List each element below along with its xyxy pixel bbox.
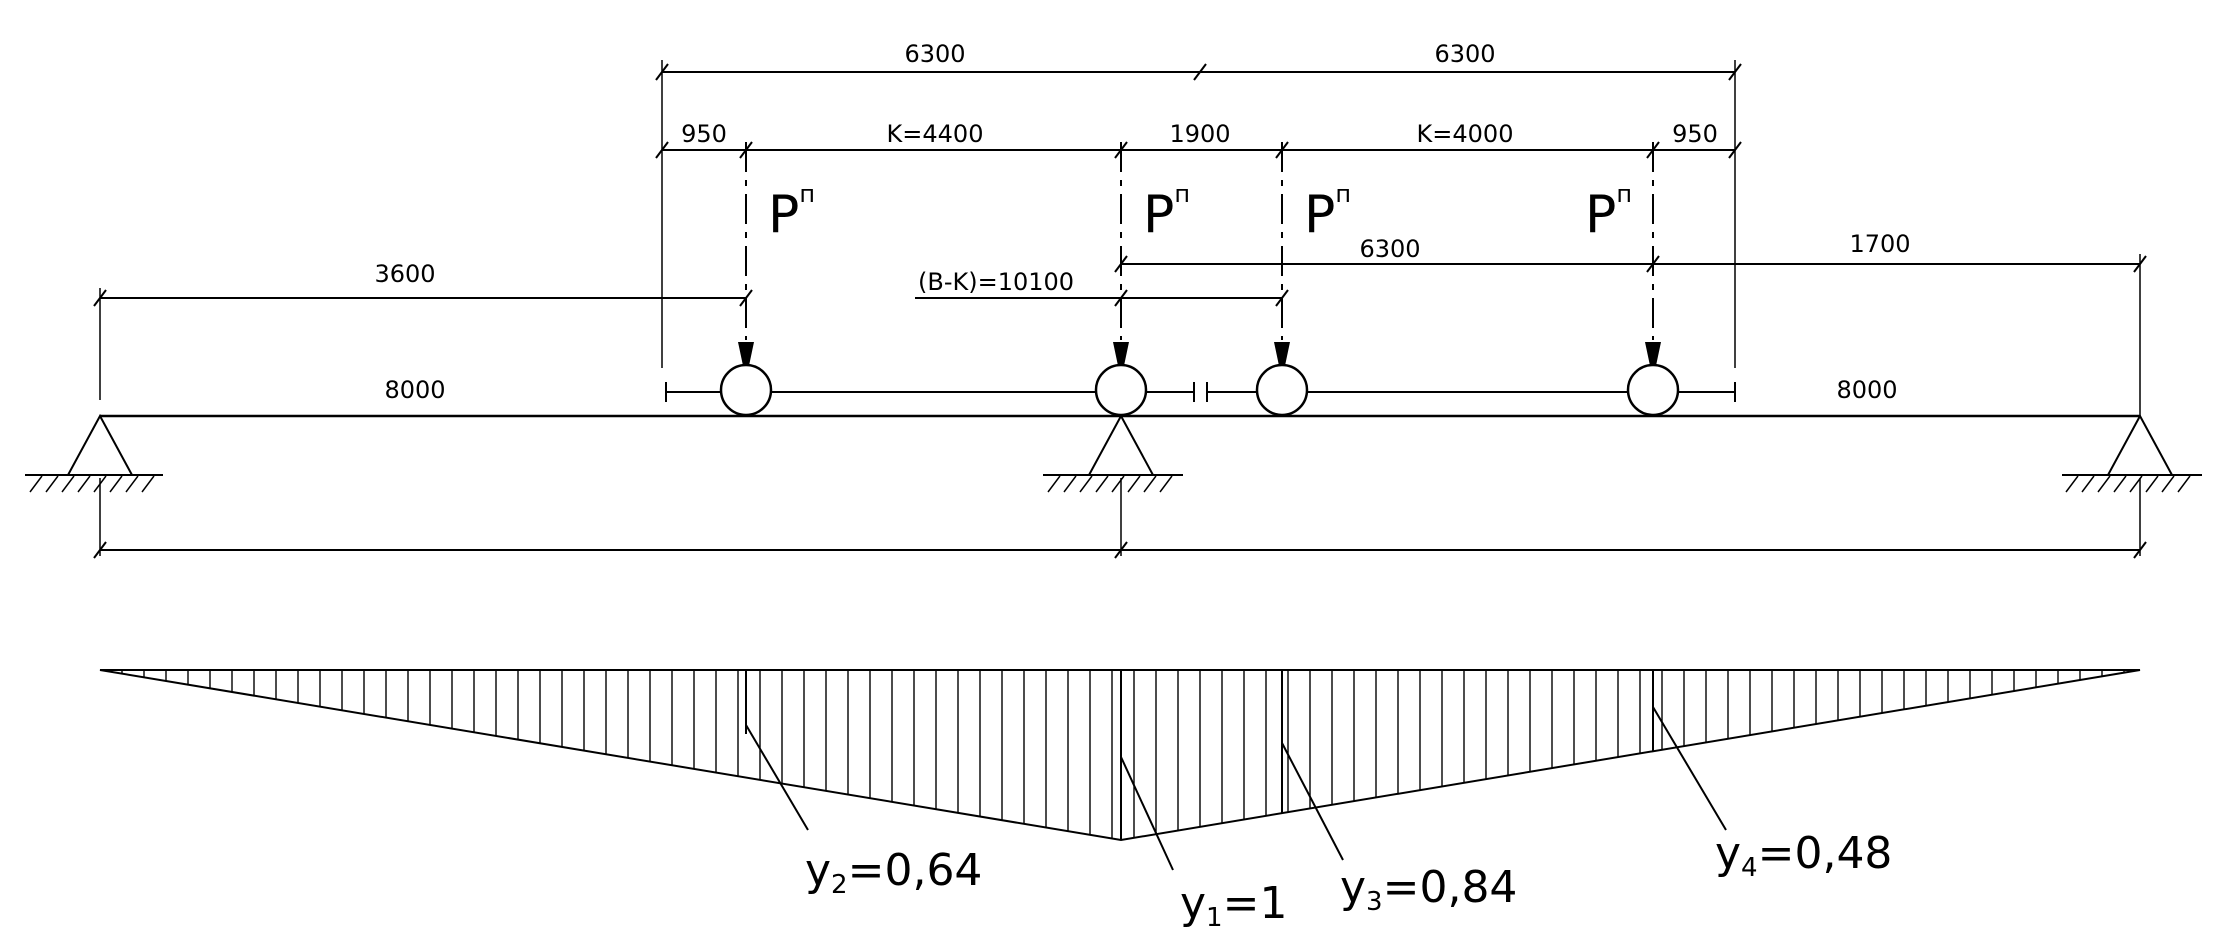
load-label-p2: Pп	[1143, 180, 1190, 245]
dim-label-k4400: K=4400	[887, 120, 984, 148]
dim-label-950-left: 950	[681, 120, 727, 148]
wheel-axis-lines	[745, 142, 1654, 340]
support-middle	[1043, 413, 1183, 556]
dim-label-6300-mid: 6300	[1359, 235, 1420, 263]
dimension-6300-1700: 6300 1700	[1114, 230, 2147, 418]
dim-label-8000-left: 8000	[384, 376, 445, 404]
support-left	[25, 413, 163, 556]
dim-label-8000-right: 8000	[1836, 376, 1897, 404]
load-label-p1: Pп	[768, 180, 815, 245]
load-arrows	[738, 342, 1661, 380]
dim-label-k4000: K=4000	[1417, 120, 1514, 148]
dim-label-6300-right: 6300	[1434, 40, 1495, 68]
influence-line-hatching	[121, 670, 2125, 839]
influence-line	[99, 669, 2141, 871]
dimension-3600: 3600	[93, 260, 753, 400]
dimension-span-total	[93, 541, 2147, 559]
ordinate-label-y1: y1=1	[1180, 878, 1287, 933]
dimension-wheel-spacing: 950 K=4400 1900 K=4000 950	[655, 120, 1742, 159]
dim-label-950-right: 950	[1672, 120, 1718, 148]
load-label-p3: Pп	[1304, 180, 1351, 245]
dim-label-3600: 3600	[374, 260, 435, 288]
wheel-4	[1626, 363, 1680, 417]
dim-label-1700: 1700	[1849, 230, 1910, 258]
load-label-p4: Pп	[1585, 180, 1632, 245]
dim-label-1900: 1900	[1169, 120, 1230, 148]
dim-label-b-k: (B-K)=10100	[918, 268, 1074, 296]
dimension-b-minus-k: (B-K)=10100	[915, 268, 1289, 307]
ordinate-label-y2: y2=0,64	[805, 845, 982, 900]
dimension-6300-6300: 6300 6300	[655, 40, 1742, 368]
support-right	[2062, 413, 2202, 556]
load-labels: Pп Pп Pп Pп	[768, 180, 1632, 245]
wheel-1	[719, 363, 773, 417]
ordinate-label-y4: y4=0,48	[1715, 828, 1892, 883]
ordinate-labels: y2=0,64 y1=1 y3=0,84 y4=0,48	[805, 828, 1892, 933]
wheel-3	[1255, 363, 1309, 417]
ordinate-label-y3: y3=0,84	[1340, 862, 1517, 917]
dim-label-6300-left: 6300	[904, 40, 965, 68]
crane-wheels	[665, 363, 1736, 417]
wheel-2	[1094, 363, 1148, 417]
